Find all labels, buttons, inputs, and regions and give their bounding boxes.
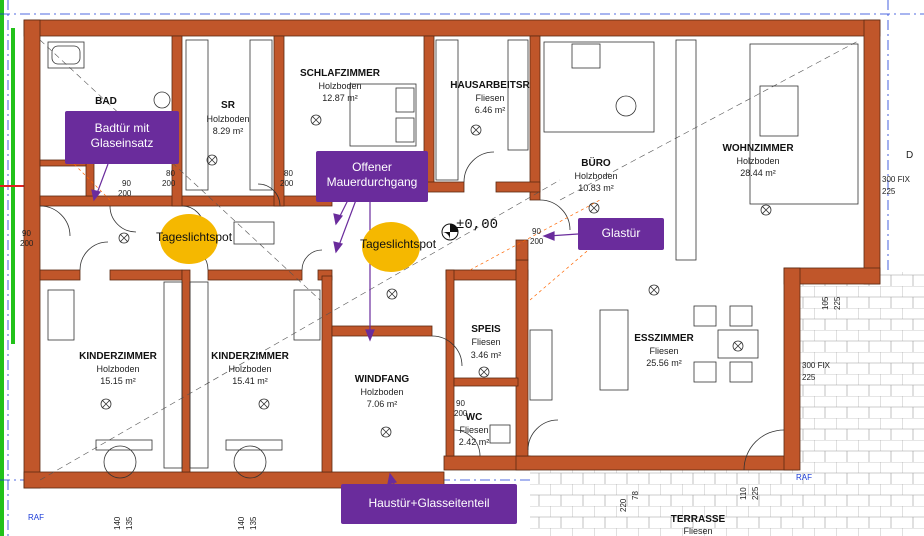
door-dim-h: 200 — [118, 189, 132, 198]
door-dim-w: 80 — [166, 169, 175, 178]
svg-text:225: 225 — [882, 187, 896, 196]
svg-text:140: 140 — [237, 516, 246, 530]
svg-text:135: 135 — [249, 516, 258, 530]
room-name: SPEIS — [471, 324, 501, 335]
door-dimensions: 90 200 80 200 80 200 90 200 90 200 90 20… — [20, 169, 544, 418]
room-floor: Holzboden — [574, 171, 617, 181]
skylight-marker — [362, 222, 420, 272]
room-area: 25.56 m² — [646, 358, 682, 368]
svg-text:78: 78 — [631, 491, 640, 500]
room-area: 2.42 m² — [459, 437, 490, 447]
room-floor: Holzboden — [96, 364, 139, 374]
skylight-marker — [160, 214, 218, 264]
svg-text:300 FIX: 300 FIX — [882, 175, 911, 184]
furniture — [47, 39, 859, 479]
svg-text:±0,00: ±0,00 — [456, 217, 498, 233]
room-name: KINDERZIMMER — [211, 351, 290, 362]
room-area: 15.41 m² — [232, 376, 268, 386]
svg-text:RAF: RAF — [796, 473, 812, 482]
door-dim-w: 90 — [532, 227, 541, 236]
svg-text:300 FIX: 300 FIX — [802, 361, 831, 370]
room-area: 15.15 m² — [100, 376, 136, 386]
room-name: SCHLAFZIMMER — [300, 68, 381, 79]
green-edge — [0, 0, 4, 536]
svg-text:140: 140 — [113, 516, 122, 530]
callout-wall-opening: Offener Mauerdurchgang — [316, 151, 428, 202]
room-floor: Fliesen — [649, 346, 678, 356]
door-dim-h: 200 — [280, 179, 294, 188]
room-area: 8.29 m² — [213, 126, 244, 136]
room-area: 3.46 m² — [471, 350, 502, 360]
room-floor: Fliesen — [475, 93, 504, 103]
svg-text:RAF: RAF — [28, 513, 44, 522]
door-dim-h: 200 — [20, 239, 34, 248]
window-dimensions: 300 FIX 225 300 FIX 225 D RAF RAF — [28, 150, 913, 522]
svg-text:225: 225 — [751, 486, 760, 500]
room-name: BAD — [95, 96, 117, 107]
door-dim-w: 90 — [456, 399, 465, 408]
room-floor: Holzboden — [736, 156, 779, 166]
door-dim-h: 200 — [162, 179, 176, 188]
svg-text:D: D — [906, 150, 913, 161]
svg-text:220: 220 — [619, 498, 628, 512]
room-name: WOHNZIMMER — [722, 143, 794, 154]
room-name: SR — [221, 100, 236, 111]
room-area: 6.46 m² — [475, 105, 506, 115]
door-dim-w: 90 — [122, 179, 131, 188]
terrace-tiles-bottom — [530, 470, 810, 536]
door-dim-w: 90 — [22, 229, 31, 238]
callout-glass-door: Glastür — [578, 218, 664, 250]
room-floor: Fliesen — [683, 526, 712, 536]
callout-bathroom-door: Badtür mit Glaseinsatz — [65, 111, 179, 164]
svg-text:110: 110 — [739, 487, 748, 500]
room-floor: Holzboden — [360, 387, 403, 397]
room-name: TERRASSE — [671, 514, 726, 525]
room-floor: Fliesen — [459, 425, 488, 435]
svg-text:225: 225 — [802, 373, 816, 382]
room-labels: BAD SR Holzboden 8.29 m² SCHLAFZIMMER Ho… — [79, 68, 794, 536]
construction-lines — [39, 39, 861, 481]
room-area: 28.44 m² — [740, 168, 776, 178]
svg-text:105: 105 — [821, 296, 830, 310]
room-name: ESSZIMMER — [634, 333, 694, 344]
level-marker: ±0,00 — [441, 217, 498, 241]
room-floor: Holzboden — [206, 114, 249, 124]
room-name: WINDFANG — [355, 374, 410, 385]
room-area: 10.83 m² — [578, 183, 614, 193]
skylight-label: Tageslichtspot — [360, 237, 437, 251]
vertical-dimensions: 105 225 140 135 140 135 220 78 110 225 — [113, 296, 842, 530]
terrace-tiles — [800, 272, 924, 536]
room-name: HAUSARBEITSR — [450, 80, 530, 91]
svg-text:225: 225 — [833, 296, 842, 310]
door-dim-h: 200 — [530, 237, 544, 246]
door-dim-h: 200 — [454, 409, 468, 418]
room-floor: Holzboden — [228, 364, 271, 374]
room-name: WC — [466, 412, 483, 423]
callout-arrows — [91, 163, 579, 491]
room-floor: Holzboden — [318, 81, 361, 91]
room-name: BÜRO — [581, 156, 611, 169]
callout-front-door: Haustür+Glasseitenteil — [341, 484, 517, 524]
room-floor: Fliesen — [471, 337, 500, 347]
room-area: 12.87 m² — [322, 93, 358, 103]
dimension-lines — [69, 159, 601, 301]
room-area: 7.06 m² — [367, 399, 398, 409]
ceiling-lights — [100, 114, 772, 438]
skylight-label: Tageslichtspot — [156, 230, 233, 244]
room-name: KINDERZIMMER — [79, 351, 158, 362]
svg-text:135: 135 — [125, 516, 134, 530]
door-dim-w: 80 — [284, 169, 293, 178]
